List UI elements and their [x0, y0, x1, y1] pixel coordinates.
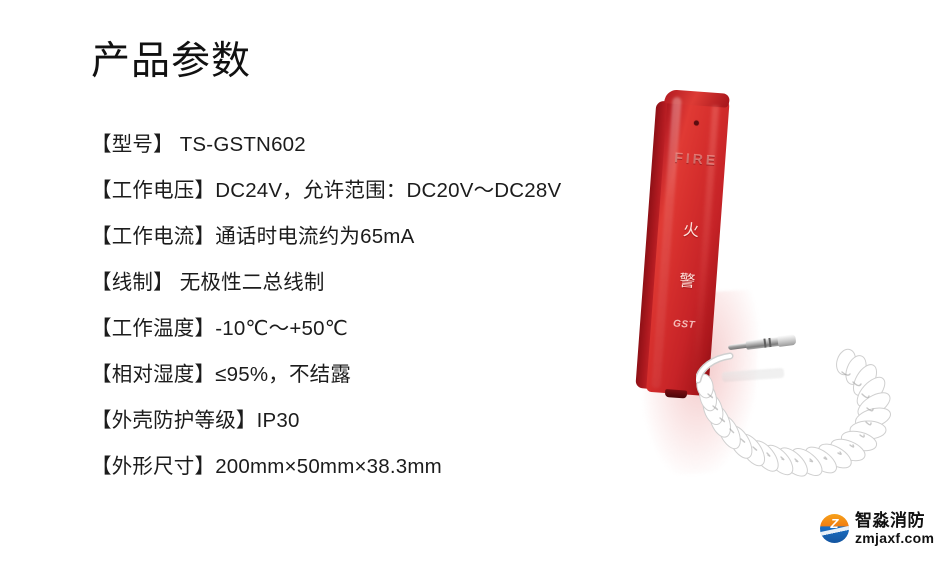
spec-row: 【工作电流】通话时电流约为65mA	[91, 214, 631, 260]
spec-text-ip-rating: 【外壳防护等级】IP30	[91, 409, 300, 432]
spec-row: 【相对湿度】≤95%，不结露	[91, 352, 631, 398]
watermark-url: zmjaxf.com	[855, 530, 935, 546]
handset-fire-label: FIRE	[673, 149, 719, 169]
spec-row: 【外壳防护等级】IP30	[91, 398, 631, 444]
handset-label-huo: 火	[682, 221, 700, 241]
watermark-text: 智淼消防 zmjaxf.com	[855, 512, 934, 545]
handset-label-jing: 警	[678, 272, 696, 291]
page-title: 产品参数	[91, 40, 252, 83]
spec-row: 【线制】 无极性二总线制	[91, 260, 631, 306]
spec-text-working-voltage: 【工作电压】DC24V，允许范围：DC20V～DC28V	[91, 179, 562, 202]
spec-text-wiring: 【线制】 无极性二总线制	[91, 271, 325, 294]
handset-cable-socket	[664, 388, 688, 399]
spec-text-relative-humidity: 【相对湿度】≤95%，不结露	[91, 363, 352, 386]
spec-text-working-temperature: 【工作温度】-10℃～+50℃	[91, 317, 348, 340]
zmjaxf-badge-icon: Z	[820, 514, 849, 543]
coiled-cable	[696, 346, 910, 490]
spec-row: 【外形尺寸】200mm×50mm×38.3mm	[91, 444, 631, 490]
site-watermark-logo: Z 智淼消防 zmjaxf.com	[820, 512, 934, 545]
spec-row: 【工作电压】DC24V，允许范围：DC20V～DC28V	[91, 168, 631, 214]
spec-text-dimensions: 【外形尺寸】200mm×50mm×38.3mm	[91, 455, 442, 478]
spec-row: 【型号】 TS-GSTN602	[91, 122, 631, 168]
spec-text-model: 【型号】 TS-GSTN602	[91, 133, 306, 156]
spec-text-working-current: 【工作电流】通话时电流约为65mA	[91, 225, 415, 248]
product-image-fire-telephone-handset: FIRE 火 警 GST	[600, 70, 930, 490]
badge-letter: Z	[830, 516, 839, 531]
product-spec-list: 【型号】 TS-GSTN602 【工作电压】DC24V，允许范围：DC20V～D…	[91, 122, 631, 490]
watermark-brand-cn: 智淼消防	[855, 511, 925, 530]
spec-row: 【工作温度】-10℃～+50℃	[91, 306, 631, 352]
